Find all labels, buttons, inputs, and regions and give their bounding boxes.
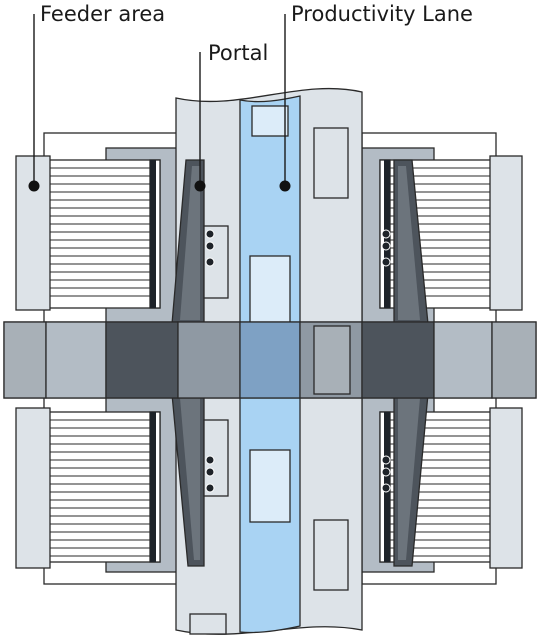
nozzle-icon: [205, 257, 215, 267]
nozzle-icon: [381, 467, 391, 477]
label-productivity-lane: Productivity Lane: [291, 2, 473, 26]
nozzle-icon: [381, 257, 391, 267]
conveyor-rail: [3, 321, 537, 399]
nozzle-icon: [205, 483, 215, 493]
feeder-end-caps: [15, 155, 523, 569]
label-portal: Portal: [208, 41, 268, 65]
nozzle-icon: [381, 483, 391, 493]
feeder-slots-top-left: [47, 159, 161, 309]
label-feeder-area: Feeder area: [40, 2, 165, 26]
lane-boxes: [189, 105, 349, 635]
nozzle-icon: [381, 455, 391, 465]
nozzle-icon: [205, 229, 215, 239]
nozzle-icon: [205, 467, 215, 477]
nozzle-icon: [381, 241, 391, 251]
nozzle-icon: [205, 241, 215, 251]
leader-lines: [28, 14, 291, 192]
nozzle-icon: [205, 455, 215, 465]
nozzle-icons: [205, 229, 391, 493]
portal-heads: [171, 159, 429, 567]
feeder-slots-bottom-left: [47, 411, 161, 563]
nozzle-icon: [381, 229, 391, 239]
